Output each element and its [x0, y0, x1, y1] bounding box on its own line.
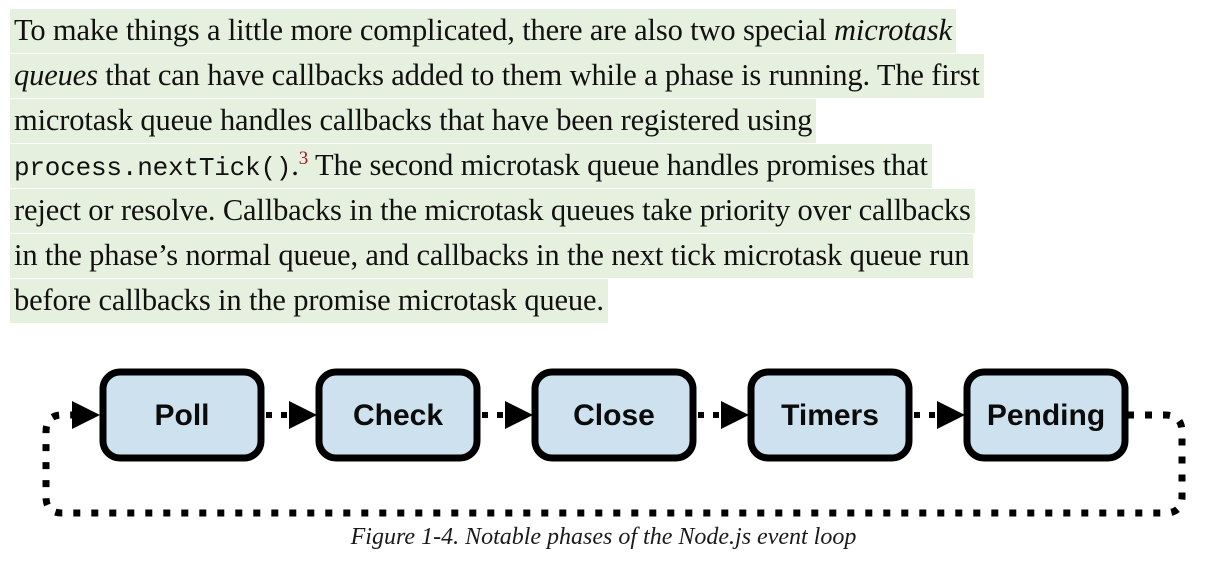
paragraph-line-6: in the phase’s normal queue, and callbac… — [10, 233, 1200, 278]
phase-node-poll[interactable]: Poll — [99, 368, 265, 462]
connector-check-to-close — [482, 401, 533, 429]
body-paragraph: To make things a little more complicated… — [10, 8, 1200, 323]
phase-node-poll-box[interactable] — [99, 368, 265, 462]
phase-node-timers-label: Timers — [781, 399, 879, 432]
loop-back-connector — [42, 411, 1186, 517]
phase-node-close-label: Close — [573, 399, 655, 432]
phase-node-pending-box[interactable] — [963, 368, 1129, 462]
inline-code-process-nexttick: process.nextTick() — [14, 153, 292, 183]
phase-node-check-box[interactable] — [315, 368, 481, 462]
figure-caption: Figure 1-4. Notable phases of the Node.j… — [350, 524, 857, 550]
phase-node-close-box[interactable] — [531, 368, 697, 462]
paragraph-line-2: queues that can have callbacks added to … — [10, 53, 1200, 98]
connector-timers-to-pending — [914, 401, 965, 429]
phase-node-check[interactable]: Check — [315, 368, 481, 462]
phase-node-timers-box[interactable] — [747, 368, 913, 462]
line-3-roman-text: microtask queue handles callbacks that h… — [14, 103, 813, 137]
paragraph-line-7: before callbacks in the promise microtas… — [10, 278, 1200, 323]
line-2-roman-text: that can have callbacks added to them wh… — [97, 58, 980, 92]
paragraph-line-4: process.nextTick().3 The second microtas… — [10, 143, 1200, 188]
phase-node-pending-label: Pending — [987, 399, 1105, 432]
footnote-marker-3[interactable]: 3 — [298, 147, 309, 169]
phase-node-poll-label: Poll — [154, 399, 209, 432]
line-7-roman-text: before callbacks in the promise microtas… — [14, 283, 604, 317]
line-1-italic-term: microtask — [834, 13, 952, 47]
connector-poll-to-check — [266, 401, 317, 429]
phase-node-close[interactable]: Close — [531, 368, 697, 462]
phase-node-pending[interactable]: Pending — [963, 368, 1129, 462]
line-4-period: . — [291, 148, 299, 182]
arrowhead-into-poll — [72, 401, 100, 429]
paragraph-line-3: microtask queue handles callbacks that h… — [10, 98, 1200, 143]
phase-node-timers[interactable]: Timers — [747, 368, 913, 462]
line-2-italic-term: queues — [14, 58, 98, 92]
connector-close-to-timers — [698, 401, 749, 429]
paragraph-line-1: To make things a little more complicated… — [10, 8, 1200, 53]
line-1-roman-text: To make things a little more complicated… — [14, 13, 835, 47]
event-loop-diagram: Poll Check Close Timers — [0, 352, 1207, 527]
line-5-roman-text: reject or resolve. Callbacks in the micr… — [14, 193, 971, 227]
paragraph-line-5: reject or resolve. Callbacks in the micr… — [10, 188, 1200, 233]
line-4-roman-text: The second microtask queue handles promi… — [308, 148, 928, 182]
line-6-roman-text: in the phase’s normal queue, and callbac… — [14, 238, 970, 272]
phase-node-check-label: Check — [353, 399, 443, 432]
